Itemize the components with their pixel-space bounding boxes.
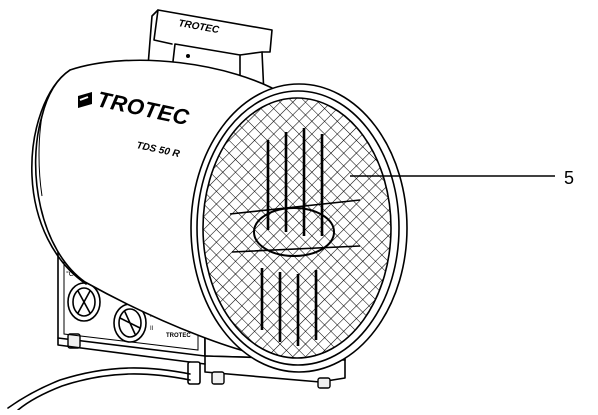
carry-handle: TROTEC <box>147 9 273 96</box>
heating-elements <box>229 128 361 346</box>
panel-brand-label: TROTEC <box>166 333 191 339</box>
thermostat-knob[interactable] <box>67 282 101 322</box>
power-cable <box>7 361 201 411</box>
callout-number: 5 <box>564 168 574 188</box>
thermostat-symbol: °C <box>66 270 74 278</box>
front-grill <box>190 83 408 373</box>
callout-5: 5 <box>350 168 574 188</box>
switch-label-level-2: II <box>150 326 154 332</box>
